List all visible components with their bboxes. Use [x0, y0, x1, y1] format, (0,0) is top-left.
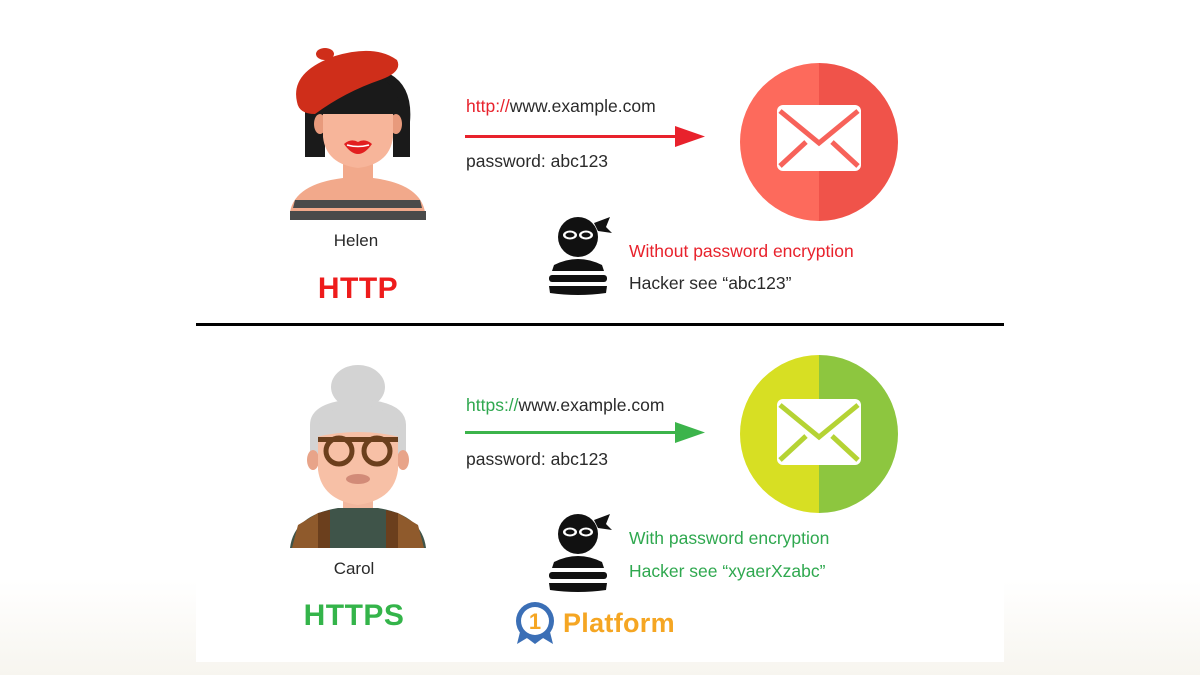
protocol-label-http: HTTP [317, 272, 399, 305]
hacker-sees-https: Hacker see “xyaerXzabc” [629, 561, 826, 581]
section-divider [196, 323, 1004, 326]
hacker-status-http: Without password encryption [629, 241, 854, 261]
logo-text: Platform [563, 607, 675, 638]
person-carol-avatar [290, 365, 426, 548]
person-helen-avatar [290, 48, 426, 220]
person-name-carol: Carol [333, 559, 375, 578]
url-scheme: https:// [466, 395, 519, 415]
badge-icon: 1 [516, 602, 554, 644]
hacker-icon [549, 514, 612, 592]
password-text-https: password: abc123 [466, 449, 609, 469]
badge-digit: 1 [529, 609, 541, 634]
platform-logo: 1 Platform [513, 600, 675, 646]
person-name-helen: Helen [333, 231, 379, 250]
url-http: http://www.example.com [466, 96, 656, 117]
url-host: www.example.com [509, 96, 656, 116]
arrow-right-icon [465, 126, 705, 147]
url-scheme: http:// [466, 96, 510, 116]
arrow-right-icon [465, 422, 705, 443]
mail-icon [740, 355, 898, 513]
mail-icon [740, 63, 898, 221]
url-host: www.example.com [518, 395, 665, 415]
hacker-icon [549, 217, 612, 295]
url-https: https://www.example.com [466, 395, 664, 416]
protocol-label-https: HTTPS [303, 599, 405, 632]
hacker-sees-http: Hacker see “abc123” [629, 273, 792, 293]
hacker-status-https: With password encryption [629, 528, 830, 548]
password-text-http: password: abc123 [466, 151, 609, 171]
